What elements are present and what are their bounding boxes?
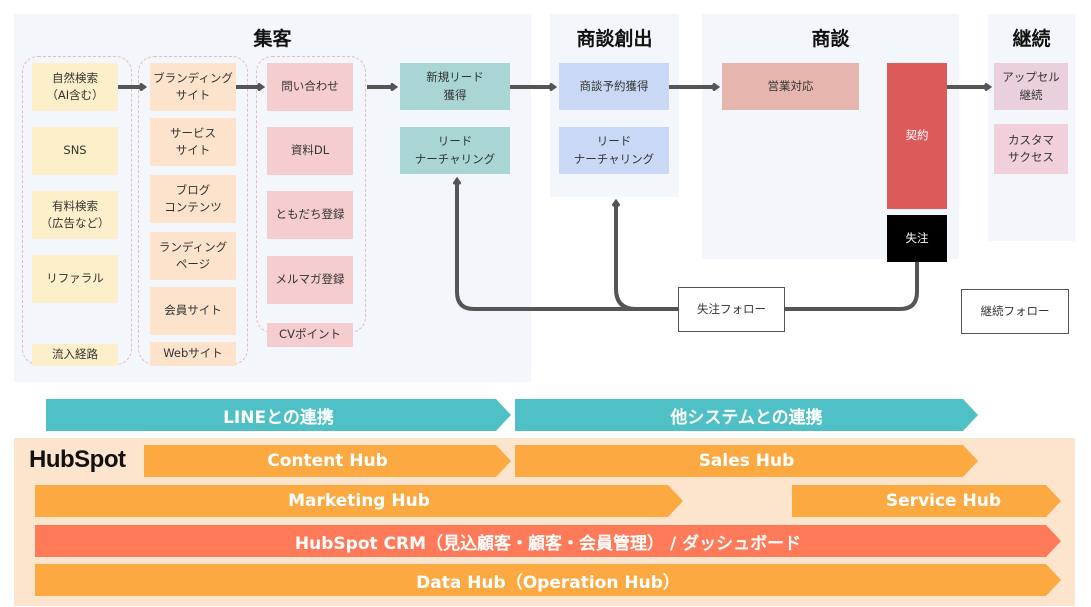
- website-branding: ブランディング サイト: [150, 63, 236, 111]
- stage-title-retention: 継続: [1012, 28, 1051, 50]
- content-hub-band: Content Hub: [144, 445, 511, 477]
- stage-title-negotiation: 商談: [811, 28, 850, 50]
- website-service: サービス サイト: [150, 118, 236, 166]
- data-hub-band: Data Hub（Operation Hub）: [35, 564, 1061, 596]
- cv-inquiry: 問い合わせ: [267, 63, 353, 111]
- cv-points-label: CVポイント: [267, 323, 353, 347]
- crm-band: HubSpot CRM（見込顧客・顧客・会員管理） / ダッシュボード: [35, 525, 1061, 557]
- website-blog: ブログ コンテンツ: [150, 175, 236, 223]
- sales-hub-band: Sales Hub: [515, 445, 978, 477]
- other-integration-label: 他システムとの連携: [670, 407, 823, 428]
- channel-sns: SNS: [32, 127, 118, 175]
- customer-success: カスタマ サクセス: [994, 124, 1068, 174]
- sales-response: 営業対応: [722, 63, 859, 110]
- channel-organic-search: 自然検索 （AI含む）: [32, 63, 118, 111]
- marketing-hub-band: Marketing Hub: [35, 485, 683, 517]
- sales-hub-label: Sales Hub: [698, 451, 795, 471]
- stage-title-deal-creation: 商談創出: [576, 28, 653, 50]
- contract: 契約: [887, 63, 947, 209]
- new-lead-acquisition: 新規リード 獲得: [400, 63, 510, 110]
- upsell-continuation: アップセル 継続: [994, 63, 1068, 110]
- retention-follow-up: 継続フォロー: [961, 289, 1069, 334]
- lost-deal: 失注: [887, 215, 947, 262]
- content-hub-label: Content Hub: [267, 451, 388, 471]
- lost-follow-up: 失注フォロー: [678, 287, 785, 332]
- stage-title-acquisition: 集客: [253, 28, 292, 50]
- website-landing-page: ランディング ページ: [150, 232, 236, 280]
- website-member-site: 会員サイト: [150, 287, 236, 335]
- data-hub-label: Data Hub（Operation Hub）: [416, 572, 680, 593]
- service-hub-band: Service Hub: [792, 485, 1061, 517]
- channels-label: 流入経路: [32, 344, 118, 366]
- line-integration-label: LINEとの連携: [223, 407, 334, 428]
- cv-newsletter: メルマガ登録: [267, 256, 353, 304]
- crm-label: HubSpot CRM（見込顧客・顧客・会員管理） / ダッシュボード: [294, 533, 802, 554]
- cv-line-friend: ともだち登録: [267, 191, 353, 239]
- hubspot-logo: HubSpot: [29, 446, 126, 473]
- other-integration-band: 他システムとの連携: [515, 399, 978, 431]
- cv-download: 資料DL: [267, 127, 353, 175]
- lost-follow-line-from-lost: [785, 262, 919, 311]
- marketing-hub-label: Marketing Hub: [288, 491, 430, 511]
- channel-referral: リファラル: [32, 255, 118, 303]
- lead-nurturing-acquisition: リード ナーチャリング: [400, 127, 510, 174]
- lost-follow-line-to-deal-nurturing: [616, 202, 637, 311]
- meeting-booking: 商談予約獲得: [559, 63, 669, 110]
- line-integration-band: LINEとの連携: [46, 399, 511, 431]
- service-hub-label: Service Hub: [885, 491, 1001, 511]
- channel-paid-search: 有料検索 （広告など）: [32, 191, 118, 239]
- websites-label: Webサイト: [150, 342, 236, 366]
- lead-nurturing-deal: リード ナーチャリング: [559, 127, 669, 174]
